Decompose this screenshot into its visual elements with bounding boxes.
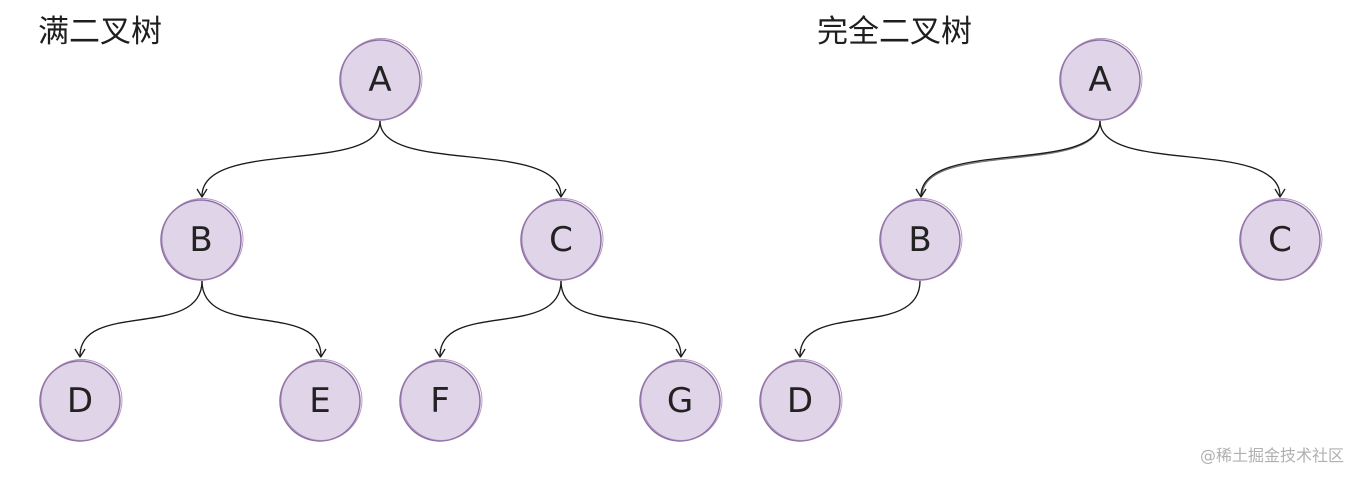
edge-c-f	[434, 280, 562, 358]
edge-b-d	[794, 280, 921, 358]
node-circle	[1239, 199, 1321, 281]
watermark: @稀土掘金技术社区	[1200, 446, 1344, 465]
node-label: D	[67, 381, 93, 421]
node-sketch-outline	[760, 359, 843, 441]
tree-node-c: C	[1239, 198, 1323, 281]
node-circle	[160, 199, 242, 281]
node-sketch-outline	[340, 38, 423, 120]
node-sketch-outline	[1240, 198, 1323, 280]
tree-node-b: B	[160, 198, 244, 281]
edges	[74, 120, 687, 358]
node-label: G	[667, 381, 693, 421]
node-circle	[339, 39, 421, 121]
node-label: F	[430, 381, 450, 421]
full-binary-tree-title: 满二叉树	[38, 14, 162, 50]
tree-node-c: C	[520, 198, 604, 281]
edge-b-d	[74, 280, 203, 358]
node-sketch-outline	[400, 359, 483, 441]
edge-b-e	[201, 280, 327, 358]
tree-node-b: B	[879, 198, 963, 281]
node-sketch-outline	[521, 198, 604, 280]
node-circle	[639, 360, 721, 442]
edge-c-g	[560, 280, 687, 358]
edges	[794, 120, 1286, 358]
complete-binary-tree-title: 完全二叉树	[817, 14, 972, 50]
node-label: A	[1088, 60, 1111, 100]
node-circle	[399, 360, 481, 442]
tree-node-a: A	[1059, 38, 1143, 121]
node-sketch-outline	[40, 359, 123, 441]
node-circle	[520, 199, 602, 281]
node-circle	[879, 199, 961, 281]
node-circle	[39, 360, 121, 442]
node-label: C	[549, 220, 573, 260]
node-label: B	[189, 220, 212, 260]
full-binary-tree-diagram: 满二叉树	[38, 14, 723, 442]
node-label: C	[1268, 220, 1292, 260]
node-sketch-outline	[640, 359, 723, 441]
node-sketch-outline	[161, 198, 244, 280]
node-sketch-outline	[1060, 38, 1143, 120]
node-sketch-outline	[880, 198, 963, 280]
node-label: E	[309, 381, 330, 421]
node-sketch-outline	[280, 359, 363, 441]
node-circle	[1059, 39, 1141, 121]
tree-node-d: D	[759, 359, 843, 442]
node-label: A	[368, 60, 391, 100]
edge-a-b	[915, 120, 1101, 198]
node-circle	[759, 360, 841, 442]
tree-node-e: E	[279, 359, 363, 442]
tree-node-g: G	[639, 359, 723, 442]
edge-a-c	[1099, 120, 1286, 198]
node-label: B	[908, 220, 931, 260]
complete-binary-tree-diagram: 完全二叉树 A B	[759, 14, 1323, 442]
edge-a-b	[196, 120, 381, 198]
tree-node-d: D	[39, 359, 123, 442]
edge-a-c	[379, 120, 567, 198]
tree-node-a: A	[339, 38, 423, 121]
node-label: D	[787, 381, 813, 421]
node-circle	[279, 360, 361, 442]
tree-node-f: F	[399, 359, 483, 442]
